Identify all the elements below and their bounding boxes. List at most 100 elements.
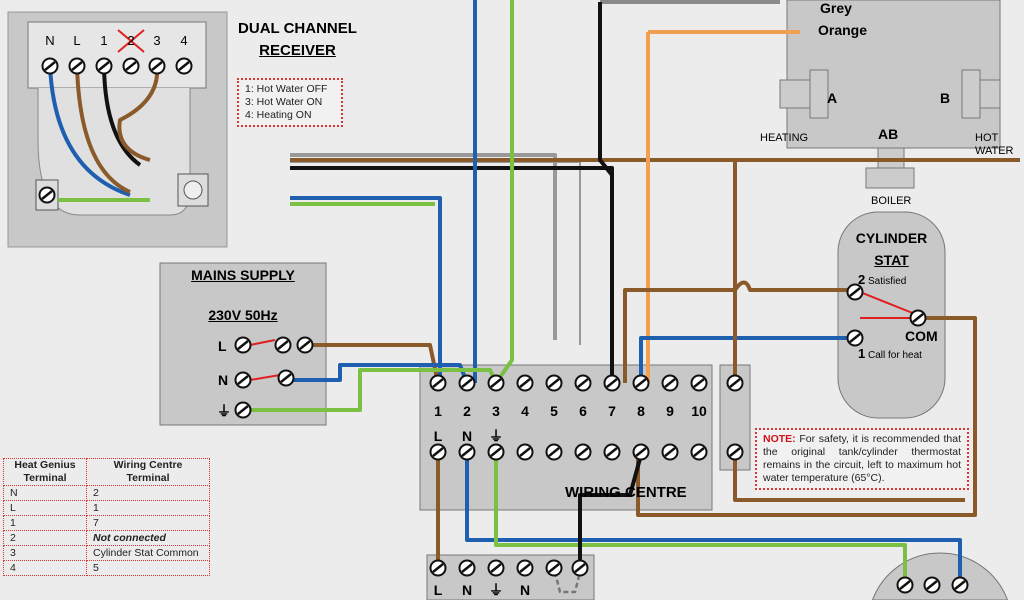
bottom-screw — [429, 559, 447, 577]
bottom-screw — [458, 559, 476, 577]
mains-screw — [234, 371, 252, 389]
wc-terminal-screw-bottom — [516, 443, 534, 461]
wiring-centre-cell: Not connected — [86, 530, 210, 546]
heat-genius-cell: 1 — [3, 515, 87, 531]
note-line: 3: Hot Water ON — [245, 96, 323, 108]
bottom-screw — [571, 559, 589, 577]
wc-terminal-screw-top — [661, 374, 679, 392]
wires — [48, 0, 1020, 594]
bottom-terminal-label: N — [520, 582, 530, 598]
port-a-label: A — [827, 90, 838, 106]
wc-terminal-number: 1 — [434, 403, 442, 419]
com-label: COM — [905, 328, 938, 344]
terminal-mapping-table: Heat Genius Terminal Wiring Centre Termi… — [3, 458, 210, 576]
table-header-row: Heat Genius Terminal Wiring Centre Termi… — [3, 458, 210, 486]
heating-label: HEATING — [760, 132, 809, 144]
wc-terminal-screw-bottom — [632, 443, 650, 461]
receiver-terminal-screw — [148, 57, 166, 75]
note-text: For safety, it is recommended that the o… — [763, 433, 962, 484]
bottom-screw — [487, 559, 505, 577]
note-prefix: NOTE: — [763, 433, 796, 445]
bottom-terminal-label: ⏚ — [489, 582, 503, 598]
wc-terminal-screw-top — [545, 374, 563, 392]
cyl-title-1: CYLINDER — [855, 230, 928, 246]
extra-screw — [726, 374, 744, 392]
note-line: 4: Heating ON — [245, 109, 312, 121]
wc-terminal-screw-bottom — [458, 443, 476, 461]
mains-label-n: N — [218, 372, 229, 388]
bottom-screw — [545, 559, 563, 577]
heat-genius-cell: 4 — [3, 560, 87, 576]
extra-screw — [726, 443, 744, 461]
safety-note: NOTE: For safety, it is recommended that… — [755, 428, 969, 490]
orange-label: Orange — [818, 22, 868, 38]
wiring-centre-cell: Cylinder Stat Common — [86, 545, 210, 561]
grey-label: Grey — [820, 0, 852, 16]
wc-terminal-screw-top — [429, 374, 447, 392]
hot-water-line2: WATER — [975, 145, 1014, 157]
cyl-title-2: STAT — [874, 252, 909, 268]
wc-terminal-screw-top — [487, 374, 505, 392]
receiver-terminal-label: 2 — [127, 33, 134, 48]
mains-title: MAINS SUPPLY — [191, 267, 295, 283]
receiver-title-line1: DUAL CHANNEL — [238, 20, 357, 37]
receiver-terminal-screw — [175, 57, 193, 75]
wiring-centre-cell: 7 — [86, 515, 210, 531]
bottom-terminal-label: N — [462, 582, 472, 598]
mains-label-l: L — [218, 338, 227, 354]
bottom-terminal-box — [426, 554, 595, 600]
bottom-terminal-label: L — [434, 582, 443, 598]
wc-sublabel: ⏚ — [489, 428, 503, 444]
header-heat-genius: Heat Genius Terminal — [3, 458, 87, 486]
motorised-valve — [779, 0, 1001, 189]
wc-terminal-screw-top — [690, 374, 708, 392]
mains-voltage: 230V 50Hz — [208, 307, 278, 323]
hot-water-line1: HOT — [975, 132, 999, 144]
bottom-right-device — [871, 552, 1009, 600]
heat-genius-cell: L — [3, 500, 87, 516]
receiver-terminal-screw — [95, 57, 113, 75]
mains-screw — [296, 336, 314, 354]
device-screw — [951, 576, 969, 594]
cyl-terminal-2-label: 2 Satisfied — [858, 272, 906, 287]
wc-terminal-number: 7 — [608, 403, 616, 419]
receiver-note: 1: Hot Water OFF 3: Hot Water ON 4: Heat… — [237, 78, 343, 127]
receiver-terminal-label: 3 — [153, 33, 160, 48]
mains-screw — [234, 401, 252, 419]
cylinder-stat-title: CYLINDER STAT — [838, 227, 945, 271]
wc-terminal-screw-top — [603, 374, 621, 392]
port-b-label: B — [940, 90, 951, 106]
wc-terminal-screw-top — [458, 374, 476, 392]
wc-terminal-number: 8 — [637, 403, 645, 419]
heat-genius-cell: 3 — [3, 545, 87, 561]
wc-sublabel: L — [434, 428, 443, 444]
wc-terminal-screw-bottom — [690, 443, 708, 461]
wc-terminal-screw-bottom — [429, 443, 447, 461]
t2-label: Satisfied — [868, 276, 907, 287]
wiring-centre-title: WIRING CENTRE — [565, 484, 687, 501]
cyl-screw-com — [909, 309, 927, 327]
wc-terminal-number: 10 — [691, 403, 707, 419]
mains-screw — [274, 336, 292, 354]
boiler-label: BOILER — [871, 195, 912, 207]
wc-terminal-number: 6 — [579, 403, 587, 419]
heat-genius-cell: 2 — [3, 530, 87, 546]
cylinder-stat-body — [837, 211, 946, 419]
receiver-terminal-screw — [41, 57, 59, 75]
wc-terminal-screw-bottom — [487, 443, 505, 461]
receiver-title-line2: RECEIVER — [259, 42, 336, 59]
port-ab-label: AB — [878, 126, 899, 142]
note-line: 1: Hot Water OFF — [245, 83, 328, 95]
t2-num: 2 — [858, 272, 866, 287]
wc-terminal-screw-top — [632, 374, 650, 392]
receiver-title: DUAL CHANNEL RECEIVER — [235, 18, 360, 62]
wc-terminal-screw-bottom — [603, 443, 621, 461]
t1-num: 1 — [858, 346, 866, 361]
receiver-terminal-screw — [68, 57, 86, 75]
wc-sublabel: N — [462, 428, 472, 444]
